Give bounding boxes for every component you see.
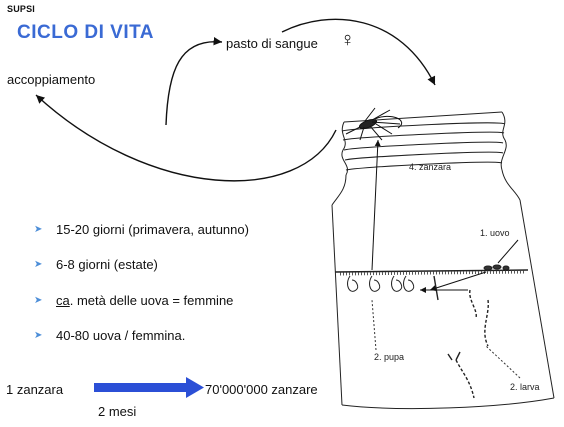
leader-egg <box>497 239 519 264</box>
pupa-drawings <box>347 275 415 292</box>
multiplication-arrow <box>94 377 204 398</box>
jar-drawing <box>331 111 555 410</box>
fact-item: ➤ 15-20 giorni (primavera, autunno) <box>34 222 249 237</box>
mating-label: accoppiamento <box>7 72 96 87</box>
blood-meal-label: pasto di sangue <box>226 36 318 51</box>
arrow-blood-meal-to-jar <box>281 18 436 86</box>
bullet-arrow-icon: ➤ <box>34 295 43 306</box>
water-surface-texture <box>339 270 527 276</box>
label-adult: 4. zanzara <box>409 162 452 172</box>
fact-text: 6-8 giorni (estate) <box>56 257 158 272</box>
fact-text: 15-20 giorni (primavera, autunno) <box>56 222 249 237</box>
fact-item: ➤ ca. metà delle uova = femmine <box>34 293 233 308</box>
fact-text: . metà delle uova = femmine <box>69 293 234 308</box>
label-pupa: 2. pupa <box>374 352 405 362</box>
fact-item: ➤ 6-8 giorni (estate) <box>34 257 158 272</box>
seventy-million-mosquitoes-label: 70'000'000 zanzare <box>205 382 318 397</box>
female-symbol: ♀ <box>340 29 355 51</box>
mosquito-icon <box>345 107 403 141</box>
arrow-mating-to-blood-meal <box>165 37 223 126</box>
one-mosquito-label: 1 zanzara <box>6 382 64 397</box>
fact-text: 40-80 uova / femmina. <box>56 328 186 343</box>
bullet-arrow-icon: ➤ <box>34 330 43 341</box>
leader-larva <box>485 345 521 379</box>
fact-item: ➤ 40-80 uova / femmina. <box>34 328 185 343</box>
leader-pupa <box>371 299 377 351</box>
bullet-arrow-icon: ➤ <box>34 259 43 270</box>
arrow-pupa-to-adult <box>371 139 381 271</box>
duration-label: 2 mesi <box>98 404 137 419</box>
fact-prefix: ca <box>56 293 70 308</box>
page-title: CICLO DI VITA <box>17 22 155 43</box>
label-larva: 2. larva <box>510 382 540 392</box>
supsi-logo: SUPSI <box>7 4 36 14</box>
larva-drawings <box>433 275 489 399</box>
arrow-egg-to-larva <box>429 271 487 292</box>
egg-raft <box>483 264 510 271</box>
bullet-arrow-icon: ➤ <box>34 224 43 235</box>
label-egg: 1. uovo <box>480 228 510 238</box>
arrow-adult-to-mating <box>35 94 337 182</box>
